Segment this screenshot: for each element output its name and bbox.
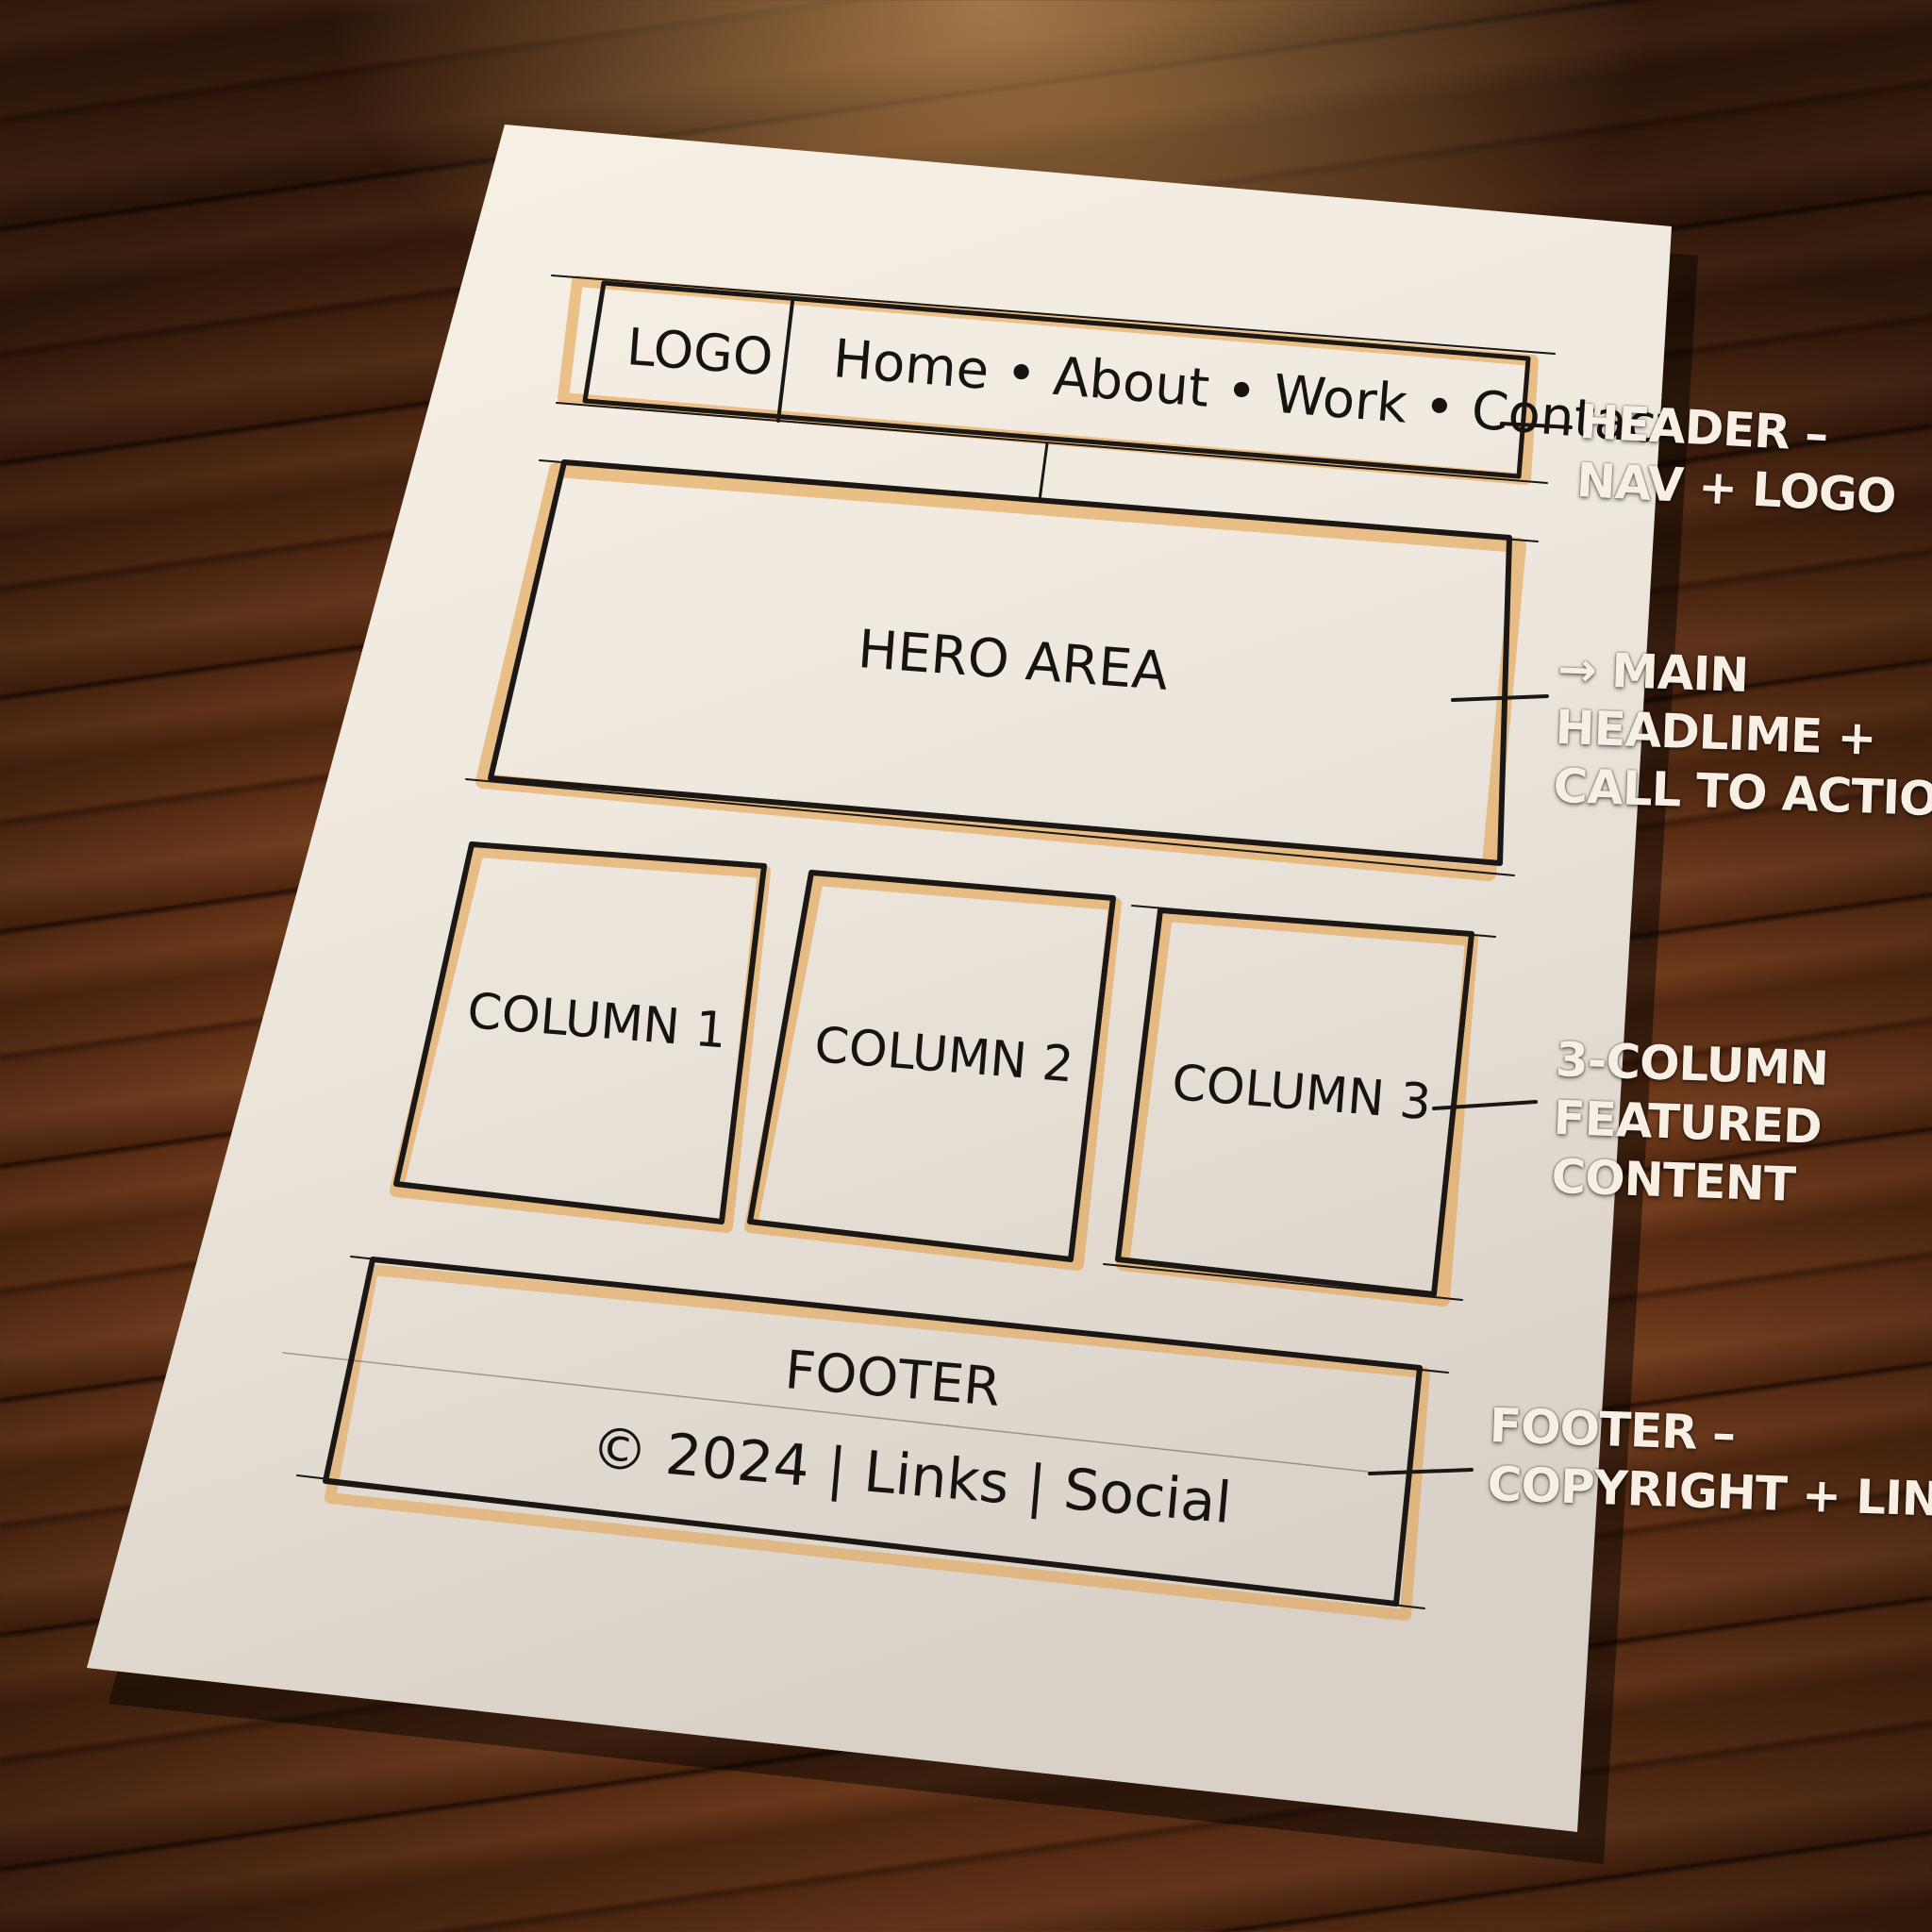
nav-separator: • (1421, 375, 1457, 440)
columns-leader-line (1432, 1100, 1538, 1110)
hero-leader-line (1451, 694, 1549, 702)
nav-separator: • (1003, 341, 1040, 407)
annotation-hero: → MAIN HEADLIME + CALL TO ACTION (1552, 641, 1932, 828)
column-3-box (1103, 905, 1496, 1307)
footer-divider: | (1024, 1453, 1049, 1521)
annotation-footer: FOOTER – COPYRIGHT + LINKS (1486, 1397, 1932, 1530)
nav-separator: • (1223, 359, 1260, 424)
paper-sheet (87, 125, 1672, 1832)
annotation-header: HEADER – NAV + LOGO (1574, 393, 1897, 525)
header-leader-line (1500, 422, 1573, 429)
nav-work[interactable]: Work (1271, 363, 1410, 436)
column-2-box (744, 870, 1122, 1271)
nav-home[interactable]: Home (830, 328, 991, 403)
nav-about[interactable]: About (1051, 345, 1212, 420)
logo-label: LOGO (625, 317, 775, 388)
column-1-box (390, 841, 771, 1233)
hero-box (465, 459, 1539, 881)
footer-links[interactable]: Links (860, 1439, 1012, 1518)
footer-leader-line (1368, 1468, 1474, 1475)
footer-divider: | (824, 1435, 850, 1504)
header-box (551, 275, 1556, 502)
footer-box (282, 1256, 1449, 1621)
annotation-columns: 3-COLUMN FEATURED CONTENT (1550, 1031, 1829, 1212)
